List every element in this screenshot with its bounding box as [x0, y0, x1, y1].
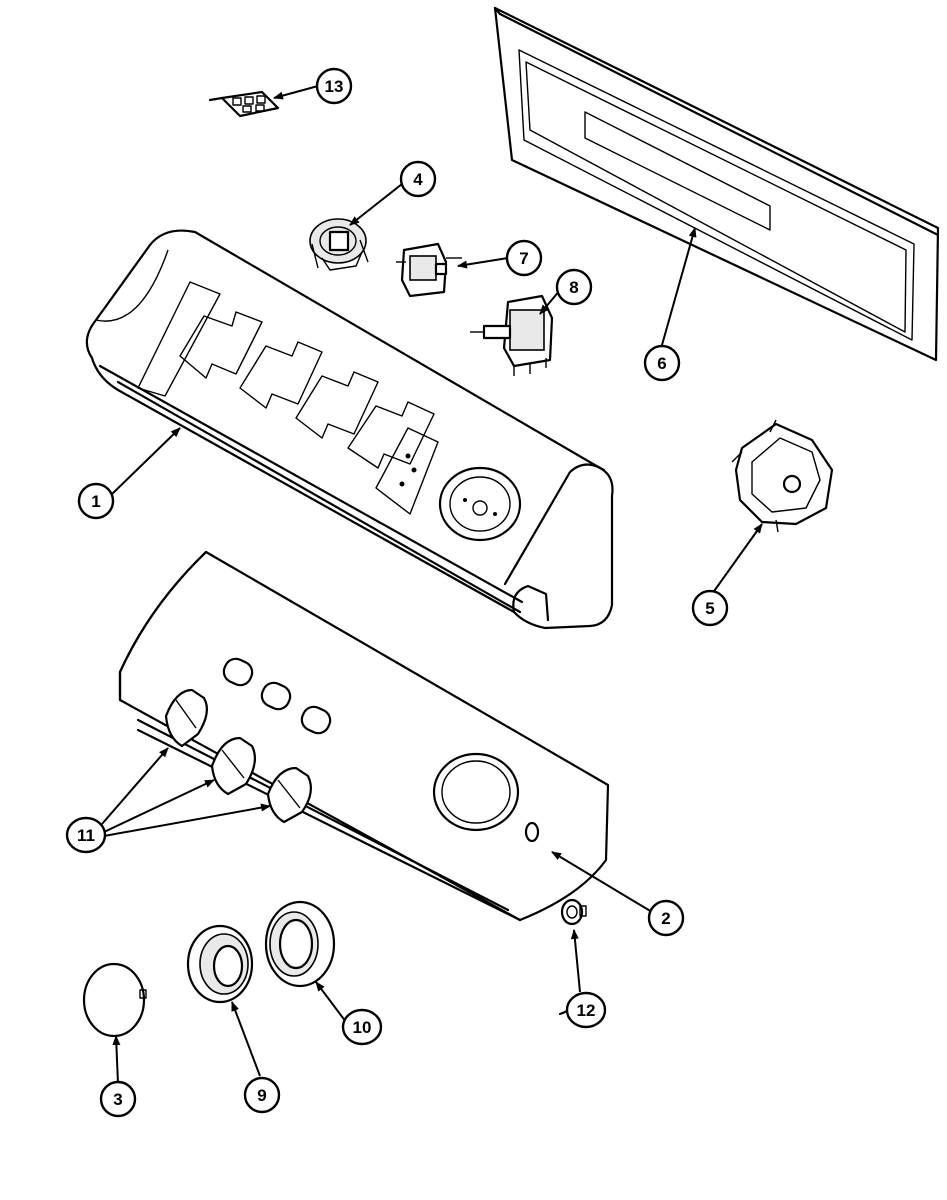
- callout-6-label: 6: [657, 354, 666, 373]
- callout-4-label: 4: [413, 170, 423, 189]
- part-13-display-board: [208, 90, 280, 118]
- callout-6: 6: [643, 344, 681, 382]
- callout-1: 1: [77, 482, 115, 520]
- callout-8-label: 8: [569, 278, 578, 297]
- part-3-lens: [82, 962, 147, 1038]
- callout-8: 8: [555, 268, 593, 306]
- callout-9: 9: [243, 1076, 281, 1114]
- callout-1-label: 1: [91, 492, 100, 511]
- callout-11: 11: [65, 816, 107, 854]
- part-10-bezel-cup: [264, 900, 336, 988]
- part-1-control-housing: [85, 229, 614, 630]
- leader-arrows: [101, 85, 763, 1085]
- part-12-indicator: [560, 898, 587, 926]
- callout-5-label: 5: [705, 599, 714, 618]
- part-5-timer: [731, 419, 834, 533]
- callout-4: 4: [399, 160, 437, 198]
- callout-11-label: 11: [77, 826, 95, 845]
- callout-10: 10: [341, 1008, 383, 1046]
- callout-2: 2: [647, 899, 685, 937]
- callout-12-label: 12: [577, 1001, 596, 1020]
- part-6-rear-panel: [493, 6, 940, 362]
- part-2-control-panel: [118, 550, 610, 922]
- part-11-knobs: [164, 688, 313, 824]
- part-7-switch: [396, 242, 462, 298]
- callout-5: 5: [691, 589, 729, 627]
- callout-2-label: 2: [661, 909, 670, 928]
- part-4-selector-switch: [309, 218, 369, 271]
- part-9-bezel: [186, 924, 254, 1004]
- part-8-rotary-switch: [470, 294, 554, 376]
- callout-13: 13: [315, 67, 353, 105]
- callout-3: 3: [99, 1080, 137, 1118]
- callout-10-label: 10: [353, 1018, 372, 1037]
- callout-12: 12: [565, 991, 607, 1029]
- callout-7: 7: [505, 239, 543, 277]
- callout-13-label: 13: [325, 77, 344, 96]
- callout-9-label: 9: [257, 1086, 266, 1105]
- callout-7-label: 7: [519, 249, 528, 268]
- callout-3-label: 3: [113, 1090, 122, 1109]
